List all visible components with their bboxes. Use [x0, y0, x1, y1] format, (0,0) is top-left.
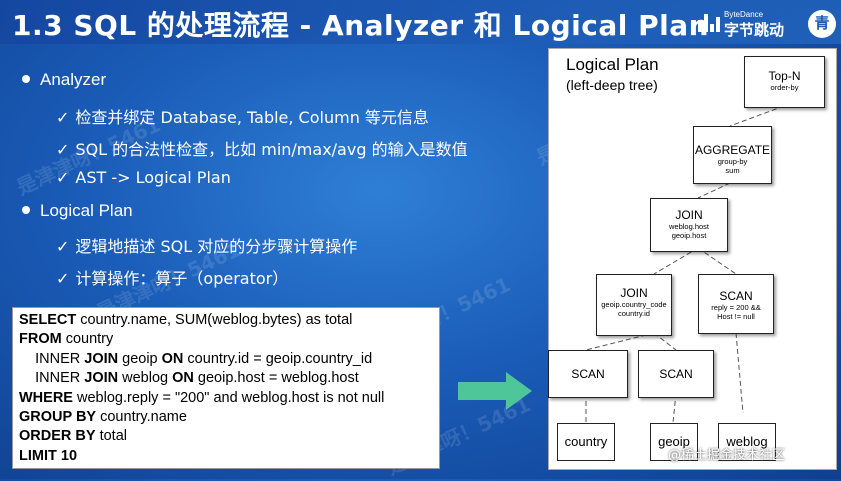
leaf-geoip: geoip	[650, 423, 698, 461]
leaf-weblog: weblog	[718, 423, 776, 461]
analyzer-item-1: ✓检查并绑定 Database, Table, Column 等元信息	[56, 108, 429, 127]
sql-line: GROUP BY country.name	[19, 409, 187, 425]
plan-node-join-1: JOIN weblog.host geoip.host	[650, 198, 728, 252]
logical-plan-title: Logical Plan	[566, 55, 659, 74]
logical-plan-item-2: ✓计算操作：算子（operator）	[56, 269, 289, 288]
page-title: 1.3 SQL 的处理流程 - Analyzer 和 Logical Plan	[12, 4, 709, 42]
logical-plan-item-1: ✓逻辑地描述 SQL 对应的分步骤计算操作	[56, 237, 358, 256]
bullet-logical-plan: Logical Plan	[22, 201, 133, 221]
logo-sub: ByteDance	[724, 10, 764, 19]
title-zh: 的处理流程	[146, 9, 290, 42]
footer-watermark: @稀土掘金技术社区	[668, 448, 786, 463]
sql-line: INNER JOIN weblog ON geoip.host = weblog…	[19, 370, 359, 387]
bytedance-logo-icon	[698, 14, 720, 32]
logical-plan-subtitle: (left-deep tree)	[566, 77, 658, 93]
leaf-country: country	[557, 423, 615, 461]
plan-node-scan-geoip: SCAN	[638, 350, 714, 398]
sql-line: FROM country	[19, 331, 114, 348]
sql-line: INNER JOIN geoip ON country.id = geoip.c…	[19, 350, 373, 367]
corner-badge-icon: 青	[808, 10, 836, 38]
plan-node-aggregate: AGGREGATE group-by sum	[693, 126, 772, 184]
plan-node-join-2: JOIN geoip.country_code country.id	[596, 274, 672, 336]
sql-line: SELECT country.name, SUM(weblog.bytes) a…	[19, 312, 353, 328]
title-end: Logical Plan	[502, 9, 710, 42]
sql-line: ORDER BY total	[19, 428, 127, 445]
plan-edges	[585, 105, 785, 424]
bullet-analyzer: Analyzer	[22, 70, 106, 90]
plan-node-top-n: Top-N order-by	[744, 56, 825, 108]
title-mid: - Analyzer	[289, 9, 474, 42]
sql-line: LIMIT 10	[19, 447, 78, 464]
sql-code-box: SELECT country.name, SUM(weblog.bytes) a…	[12, 307, 440, 469]
plan-node-scan-country: SCAN	[548, 350, 628, 398]
bytedance-logo: ByteDance 字节跳动	[698, 8, 793, 39]
right-arrow-icon	[458, 372, 532, 410]
plan-node-scan-filter: SCAN reply = 200 && Host != null	[698, 274, 774, 334]
analyzer-item-2: ✓SQL 的合法性检查，比如 min/max/avg 的输入是数值	[56, 140, 468, 159]
sql-line: WHERE weblog.reply = "200" and weblog.ho…	[19, 389, 385, 406]
logical-plan-panel	[548, 48, 837, 470]
logo-main: 字节跳动	[724, 21, 785, 39]
analyzer-item-3: ✓AST -> Logical Plan	[56, 168, 231, 187]
title-prefix: 1.3 SQL	[12, 9, 137, 42]
title-zh2: 和	[473, 9, 503, 42]
